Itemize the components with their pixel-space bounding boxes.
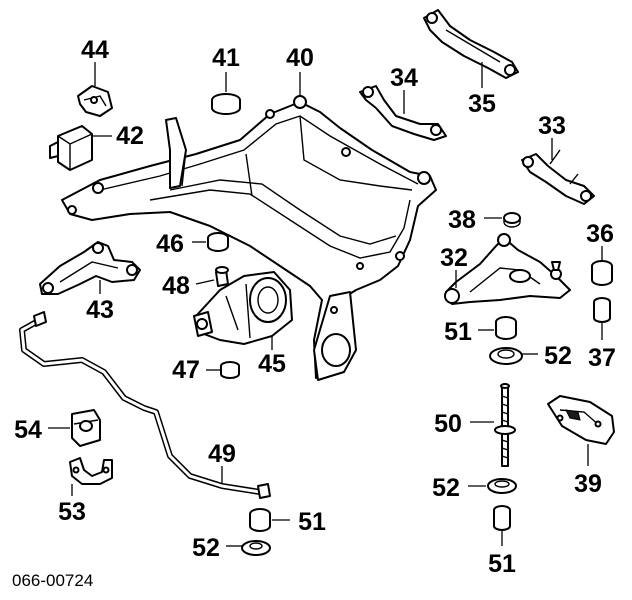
part-44-bracket[interactable]	[77, 85, 113, 117]
label-52-lower: 52	[432, 474, 460, 502]
part-37-bushing[interactable]	[593, 297, 611, 323]
label-51-lower: 51	[488, 550, 516, 578]
part-34-arm[interactable]	[359, 85, 447, 141]
part-41-bushing[interactable]	[211, 93, 241, 115]
label-50: 50	[434, 410, 462, 438]
part-53-clamp[interactable]	[69, 457, 113, 485]
label-42: 42	[116, 122, 144, 150]
part-36-bushing[interactable]	[591, 260, 613, 286]
part-50-bolt[interactable]	[494, 383, 516, 467]
label-40: 40	[286, 44, 314, 72]
label-38: 38	[448, 206, 476, 234]
callout-labels: 44 41 40 34 35 42 33 38 36 46 32 48 43 5…	[14, 36, 616, 578]
part-54-bushing[interactable]	[71, 409, 101, 447]
label-44: 44	[81, 36, 109, 64]
label-43: 43	[86, 296, 114, 324]
label-45: 45	[258, 350, 286, 378]
label-49: 49	[208, 440, 236, 468]
label-51-mid: 51	[444, 318, 472, 346]
part-49-stabilizer-bar[interactable]	[19, 311, 271, 499]
part-46-bushing[interactable]	[207, 232, 229, 252]
part-32-control-arm[interactable]	[444, 233, 571, 305]
part-52-washer-lower[interactable]	[487, 478, 517, 494]
part-51-bushing-lower[interactable]	[493, 505, 511, 531]
part-47-bushing[interactable]	[220, 361, 240, 379]
part-52-washer-mid[interactable]	[489, 347, 523, 365]
part-38-bushing[interactable]	[503, 212, 521, 228]
label-37: 37	[588, 344, 616, 372]
label-46: 46	[156, 230, 184, 258]
label-39: 39	[574, 470, 602, 498]
label-51-bottom: 51	[298, 508, 326, 536]
part-48-mount[interactable]	[215, 266, 229, 287]
part-51-bushing-bottom[interactable]	[249, 508, 271, 532]
label-33: 33	[538, 112, 566, 140]
part-42-mount[interactable]	[49, 125, 93, 171]
part-33-link[interactable]	[521, 149, 595, 205]
label-53: 53	[58, 498, 86, 526]
part-43-member[interactable]	[39, 241, 141, 295]
part-39-shield[interactable]	[547, 395, 615, 445]
part-52-washer-bottom[interactable]	[241, 540, 271, 556]
part-51-bushing-mid[interactable]	[495, 316, 517, 340]
label-35: 35	[468, 90, 496, 118]
part-35-link[interactable]	[423, 9, 519, 79]
part-45-differential[interactable]	[193, 271, 293, 345]
label-47: 47	[172, 356, 200, 384]
label-52-bottom: 52	[192, 534, 220, 562]
label-41: 41	[212, 44, 240, 72]
part-40-subframe[interactable]	[61, 95, 437, 381]
label-36: 36	[586, 220, 614, 248]
label-48: 48	[162, 272, 190, 300]
label-54: 54	[14, 416, 42, 444]
label-34: 34	[390, 64, 418, 92]
label-52-mid: 52	[544, 342, 572, 370]
reference-code: 066-00724	[12, 571, 93, 590]
label-32: 32	[440, 244, 468, 272]
